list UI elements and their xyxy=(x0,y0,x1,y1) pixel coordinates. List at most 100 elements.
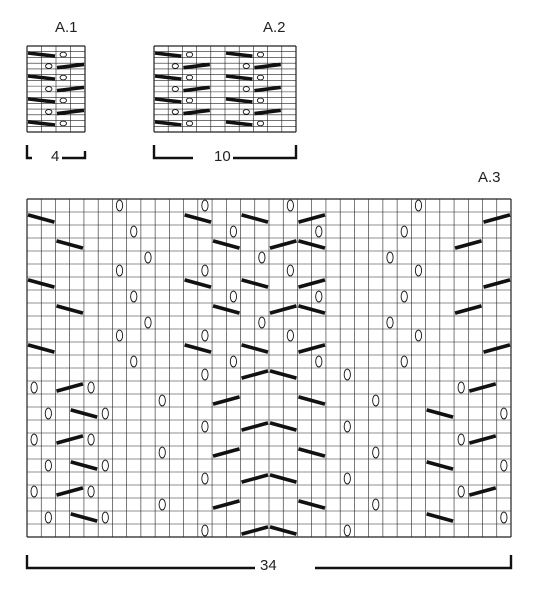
yarn-over-symbol xyxy=(44,511,52,524)
yarn-over-symbol xyxy=(201,199,209,212)
yarn-over-symbol xyxy=(87,485,95,498)
yarn-over-symbol xyxy=(372,394,380,407)
yarn-over-symbol xyxy=(258,316,266,329)
right-decrease-symbol xyxy=(483,213,511,224)
yarn-over-symbol xyxy=(500,407,508,420)
right-decrease-symbol xyxy=(212,499,241,510)
right-decrease-symbol xyxy=(297,343,326,354)
right-decrease-symbol xyxy=(297,213,326,224)
left-decrease-symbol xyxy=(426,408,454,419)
left-decrease-symbol xyxy=(225,74,253,81)
left-decrease-symbol xyxy=(212,304,241,315)
chart-label-a2: A.2 xyxy=(263,19,286,36)
chart-width-a1: 4 xyxy=(51,148,60,165)
yarn-over-symbol xyxy=(286,199,294,212)
left-decrease-symbol xyxy=(269,525,297,536)
left-decrease-symbol xyxy=(184,278,212,289)
yarn-over-symbol xyxy=(457,433,465,446)
yarn-over-symbol xyxy=(201,368,209,381)
yarn-over-symbol xyxy=(201,329,209,342)
chart-a1 xyxy=(26,45,86,133)
right-decrease-symbol xyxy=(269,239,297,250)
right-decrease-symbol xyxy=(183,108,211,116)
right-decrease-symbol xyxy=(454,239,483,250)
yarn-over-symbol xyxy=(343,368,351,381)
yarn-over-symbol xyxy=(158,394,166,407)
yarn-over-symbol xyxy=(158,498,166,511)
right-decrease-symbol xyxy=(183,62,211,70)
yarn-over-symbol xyxy=(229,225,237,238)
left-decrease-symbol xyxy=(184,343,212,354)
right-decrease-symbol xyxy=(241,473,269,484)
chart-a2-grid xyxy=(153,45,297,133)
yarn-over-symbol xyxy=(500,459,508,472)
right-decrease-symbol xyxy=(468,434,497,445)
left-decrease-symbol xyxy=(241,213,269,224)
right-decrease-symbol xyxy=(183,85,211,93)
yarn-over-symbol xyxy=(130,225,138,238)
left-decrease-symbol xyxy=(225,51,253,58)
left-decrease-symbol xyxy=(27,213,55,224)
yarn-over-symbol xyxy=(59,120,67,127)
yarn-over-symbol xyxy=(256,74,265,81)
right-decrease-symbol xyxy=(297,278,326,289)
yarn-over-symbol xyxy=(130,355,138,368)
yarn-over-symbol xyxy=(500,511,508,524)
yarn-over-symbol xyxy=(115,264,124,277)
chart-a3-grid xyxy=(26,198,512,538)
left-decrease-symbol xyxy=(154,74,182,81)
right-decrease-symbol xyxy=(254,62,282,70)
yarn-over-symbol xyxy=(171,86,179,92)
left-decrease-symbol xyxy=(154,51,182,58)
left-decrease-symbol xyxy=(269,421,297,432)
right-decrease-symbol xyxy=(483,343,511,354)
yarn-over-symbol xyxy=(414,264,423,277)
yarn-over-symbol xyxy=(343,472,351,485)
yarn-over-symbol xyxy=(115,199,124,212)
right-decrease-symbol xyxy=(454,304,483,315)
yarn-over-symbol xyxy=(315,290,323,303)
left-decrease-symbol xyxy=(297,395,326,406)
yarn-over-symbol xyxy=(315,355,323,368)
left-decrease-symbol xyxy=(55,239,84,250)
yarn-over-symbol xyxy=(185,74,194,81)
yarn-over-symbol xyxy=(414,329,423,342)
right-decrease-symbol xyxy=(55,382,84,393)
left-decrease-symbol xyxy=(184,213,212,224)
left-decrease-symbol xyxy=(241,278,269,289)
right-decrease-symbol xyxy=(241,525,269,536)
yarn-over-symbol xyxy=(171,109,179,115)
left-decrease-symbol xyxy=(27,343,55,354)
yarn-over-symbol xyxy=(256,120,265,127)
left-decrease-symbol xyxy=(70,408,98,419)
right-decrease-symbol xyxy=(254,85,282,93)
right-decrease-symbol xyxy=(483,278,511,289)
yarn-over-symbol xyxy=(256,97,265,104)
yarn-over-symbol xyxy=(185,97,194,104)
chart-width-a2: 10 xyxy=(214,148,231,165)
yarn-over-symbol xyxy=(185,120,194,127)
yarn-over-symbol xyxy=(229,355,237,368)
yarn-over-symbol xyxy=(229,290,237,303)
yarn-over-symbol xyxy=(414,199,423,212)
left-decrease-symbol xyxy=(70,460,98,471)
yarn-over-symbol xyxy=(242,63,250,69)
right-decrease-symbol xyxy=(254,108,282,116)
yarn-over-symbol xyxy=(457,485,465,498)
yarn-over-symbol xyxy=(286,329,294,342)
yarn-over-symbol xyxy=(386,251,394,264)
right-decrease-symbol xyxy=(212,447,241,458)
yarn-over-symbol xyxy=(286,264,294,277)
right-decrease-symbol xyxy=(56,62,85,70)
right-decrease-symbol xyxy=(55,486,84,497)
right-decrease-symbol xyxy=(468,486,497,497)
yarn-over-symbol xyxy=(59,97,67,104)
yarn-over-symbol xyxy=(115,329,124,342)
yarn-over-symbol xyxy=(30,485,38,498)
left-decrease-symbol xyxy=(297,447,326,458)
yarn-over-symbol xyxy=(315,225,323,238)
chart-a1-grid xyxy=(26,45,86,133)
chart-a2 xyxy=(153,45,297,133)
yarn-over-symbol xyxy=(87,433,95,446)
